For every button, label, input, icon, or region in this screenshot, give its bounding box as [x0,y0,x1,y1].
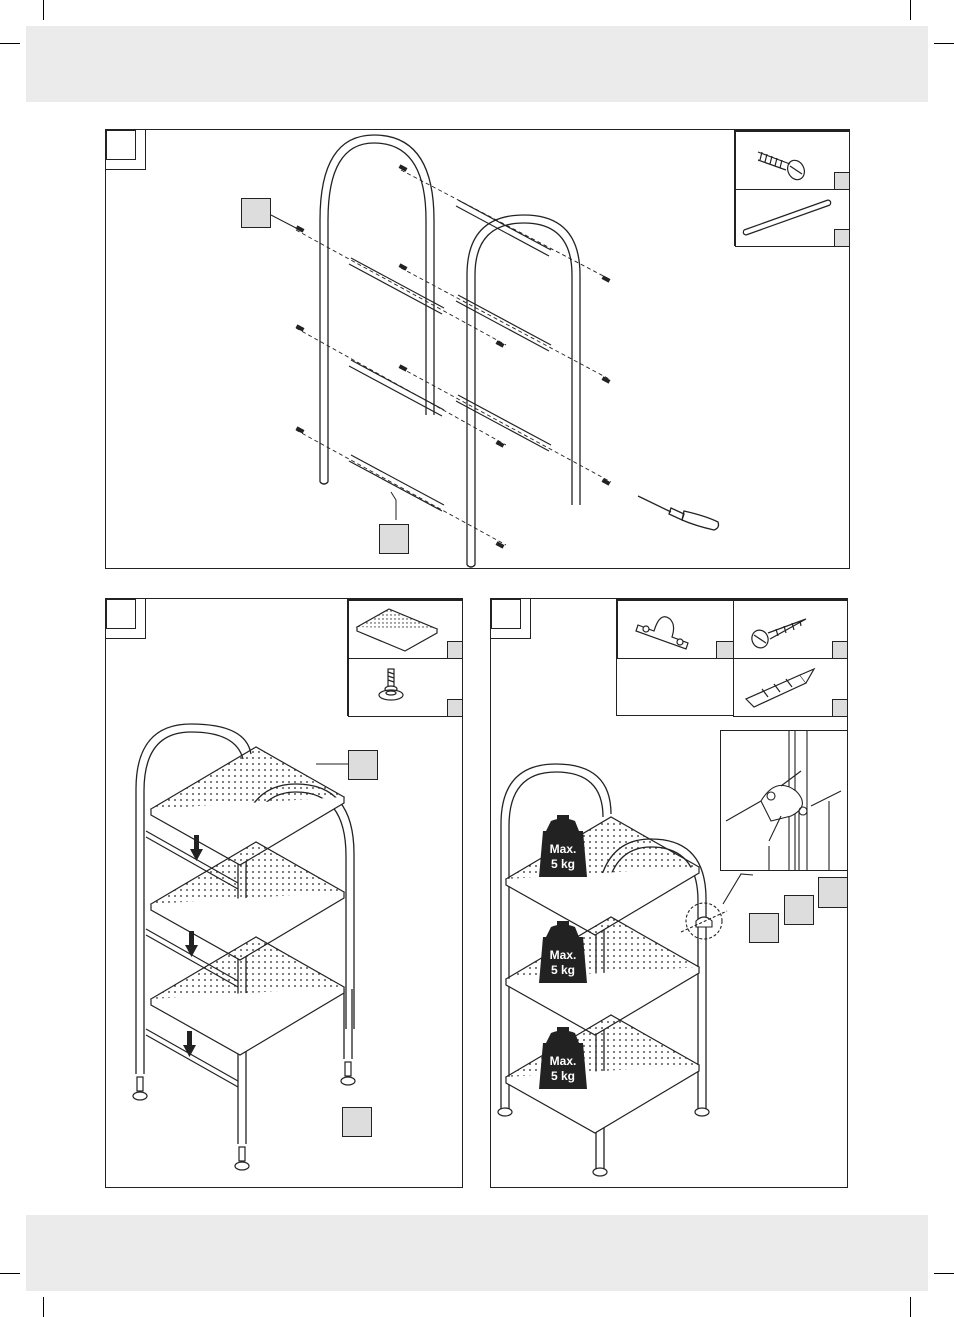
crop-mark [910,0,911,20]
pipe-clamp-icon [635,616,689,650]
rod-icon [742,199,832,236]
wood-screw-icon [751,618,807,649]
step-2-panel [105,598,463,1188]
footer-band [26,1215,928,1291]
part-tag [716,641,734,659]
foot-icon [378,668,404,701]
wall-plug-callout [818,877,847,908]
weight-max-label: Max. [550,842,577,856]
crop-mark [910,1297,911,1317]
step-3-panel: Max. 5 kg Max. 5 kg Max. 5 kg [490,598,848,1188]
step-number-box [106,599,136,629]
step-number-frame [106,599,146,639]
parts-clamp-cell [617,600,734,659]
pipe-clamp-callout [784,895,814,925]
part-tag [834,172,849,190]
arrow-down-icon [183,835,203,1057]
crop-mark [934,1273,954,1274]
step-number-frame [106,130,146,170]
wood-screw-callout [749,913,779,943]
crop-mark [43,1297,44,1317]
weight-load-label: 5 kg [551,963,575,977]
part-tag [447,641,462,659]
clamp-detail-illustration [725,731,842,871]
part-tag [834,229,849,247]
weight-icon [539,815,587,1089]
step-2-parts-list [347,599,462,717]
crop-mark [0,1273,20,1274]
screw-callout [241,198,271,228]
wall-clamp-detail [720,730,847,871]
part-tag [832,699,847,717]
parts-shelf-cell [348,600,462,659]
part-tag [832,641,847,659]
rod-callout [379,524,409,554]
screw-icon [757,151,805,181]
wall-mount-illustration: Max. 5 kg Max. 5 kg Max. 5 kg [497,763,754,1177]
foot-icon [132,1061,356,1171]
shelf-panel-icon [355,608,439,652]
parts-wall-plug-cell [733,658,847,717]
wall-plug-icon [744,667,816,708]
step-number-box [491,599,521,629]
weight-max-label: Max. [550,1054,577,1068]
step-number-frame [491,599,531,639]
part-tag [447,699,462,717]
crop-mark [0,43,20,44]
foot-callout [342,1107,372,1137]
step-1-panel [105,129,850,569]
weight-load-label: 5 kg [551,1069,575,1083]
step-3-parts-list [616,599,847,717]
parts-rod-cell [735,189,849,247]
parts-screw-cell [735,131,849,190]
crop-mark [43,0,44,20]
step-number-box [106,130,136,160]
shelf-callout [348,750,378,780]
weight-load-label: 5 kg [551,857,575,871]
header-band [26,26,928,102]
weight-max-label: Max. [550,948,577,962]
shelf-assembly-illustration [132,723,356,1171]
parts-wood-screw-cell [733,600,847,659]
crop-mark [934,43,954,44]
frame-assembly-illustration [270,134,720,568]
parts-foot-cell [348,658,462,717]
step-1-parts-list [734,130,849,247]
